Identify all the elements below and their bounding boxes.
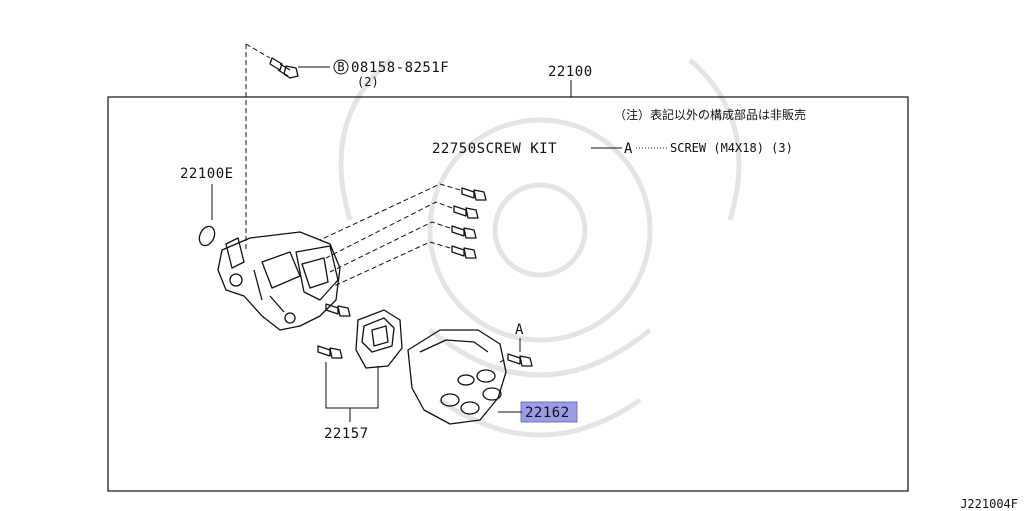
bolt-b-ref-label[interactable]: 08158-8251F [351,60,449,76]
oring-icon[interactable] [196,224,217,248]
bolt-b-marker: B [337,60,344,74]
cap-screw-dashed [499,357,509,363]
oring-label[interactable]: 22100E [180,166,234,182]
screw-set-icon[interactable] [451,187,487,259]
assembly-frame [107,96,909,492]
cap-part-label[interactable]: 22162 [525,405,570,421]
distributor-housing-icon[interactable] [217,231,341,331]
note-text: （注）表記以外の構成部品は非販売 [614,107,806,122]
assembly-label[interactable]: 22100 [548,64,593,80]
screw-dashed-3 [329,221,451,273]
callout-a-label: A [515,322,524,338]
screw-kit-label[interactable]: 22750SCREW KIT [432,141,557,157]
distributor-cap-icon[interactable] [407,329,507,425]
watermark-emblem [338,58,742,438]
screw-dashed-4 [333,241,451,287]
rotor-module-icon[interactable] [355,309,403,369]
cap-screw-icon[interactable] [507,353,533,367]
housing-screw-icon[interactable] [325,303,351,317]
rotor-part-label[interactable]: 22157 [324,426,369,442]
diagram-code: J221004F [960,497,1018,511]
screw-dashed-2 [325,201,453,259]
bolt-b-marker-circle [333,59,349,75]
screw-dashed-1 [319,183,461,241]
bolt-b-dashed-path-top [245,43,271,59]
rotor-bracket [325,362,379,409]
rotor-screw-icon[interactable] [317,345,343,359]
bolt-b-qty-label: (2) [357,75,379,89]
screw-spec-label: SCREW (M4X18) (3) [670,141,793,155]
bolt-b-icon[interactable] [269,57,299,79]
screw-kit-marker: A [624,141,633,157]
